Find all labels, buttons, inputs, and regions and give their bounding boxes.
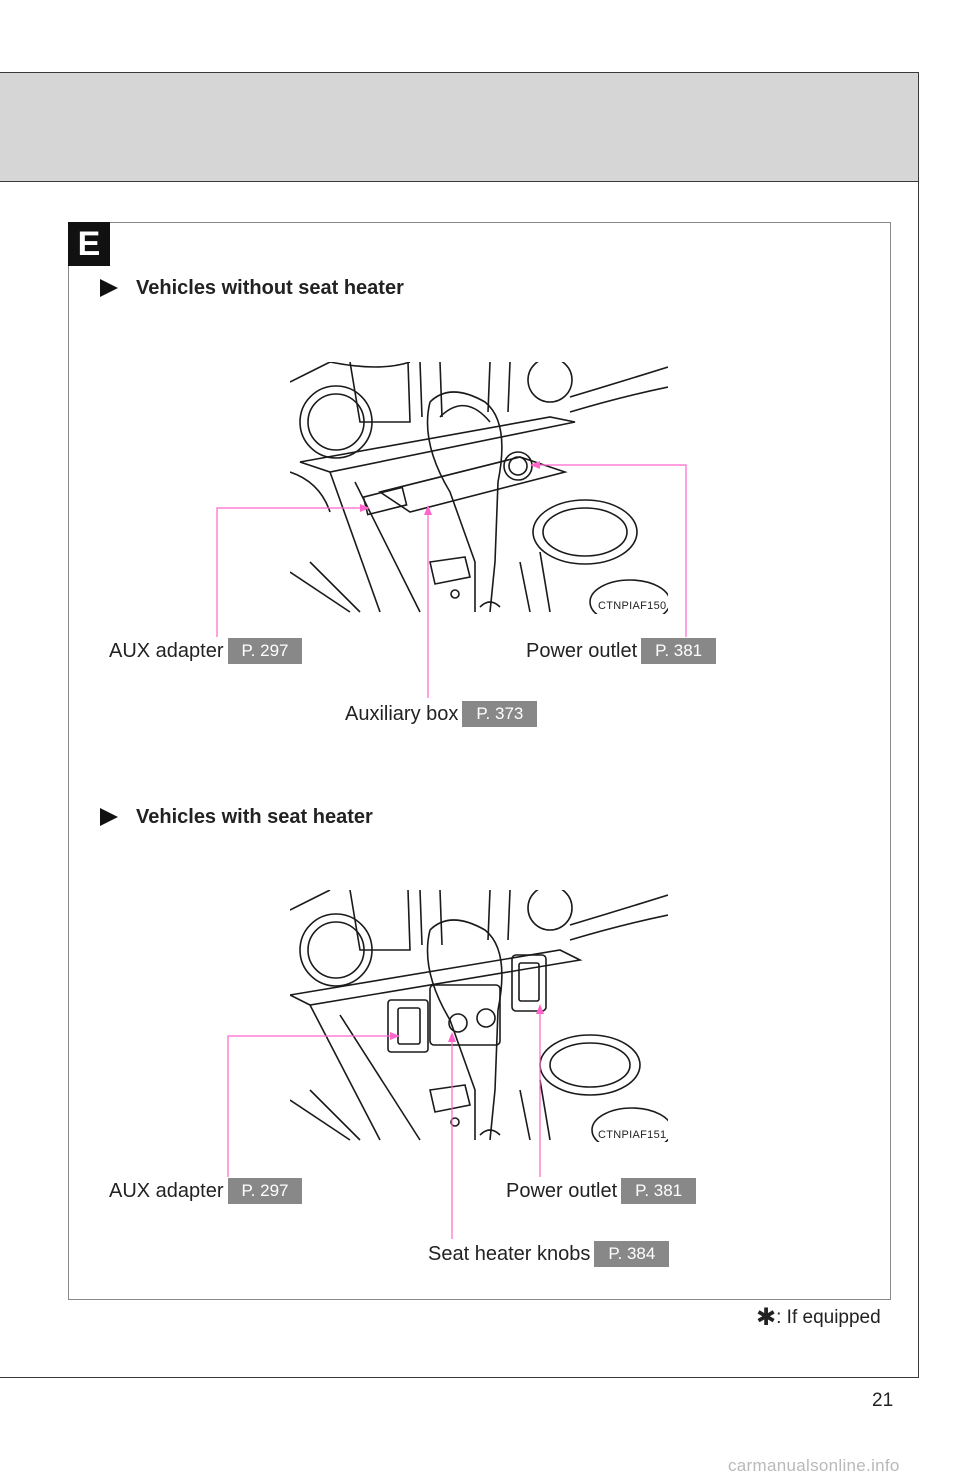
triangle-right-icon: [100, 279, 118, 297]
figure-code-top: CTNPIAF150: [598, 600, 667, 612]
bottom-rule: [0, 1377, 919, 1378]
label-text: AUX adapter: [109, 640, 224, 662]
heading-with-seat-heater: Vehicles with seat heater: [100, 806, 373, 829]
page-ref-badge[interactable]: P. 381: [621, 1178, 697, 1204]
label-text: Power outlet: [526, 640, 638, 662]
heading-without-seat-heater: Vehicles without seat heater: [100, 277, 404, 300]
console-drawing: [290, 362, 668, 614]
page-ref-badge[interactable]: P. 373: [462, 701, 538, 727]
console-drawing: [290, 890, 668, 1142]
figure-code-bottom: CTNPIAF151: [598, 1129, 667, 1141]
leader-aux-adapter-top: [216, 507, 368, 637]
watermark: carmanualsonline.info: [728, 1456, 900, 1475]
section-frame: [68, 222, 891, 1300]
label-text: Seat heater knobs: [428, 1243, 591, 1265]
page-ref-badge[interactable]: P. 384: [594, 1241, 670, 1267]
console-illustration-with-seat-heater: [290, 890, 668, 1142]
footnote: ✱: If equipped: [756, 1303, 881, 1332]
label-text: Power outlet: [506, 1180, 618, 1202]
section-badge: E: [68, 222, 110, 266]
page-ref-badge[interactable]: P. 381: [641, 638, 717, 664]
label-text: AUX adapter: [109, 1180, 224, 1202]
heading-text: Vehicles with seat heater: [136, 806, 373, 828]
header-band: [0, 72, 919, 182]
footnote-text: : If equipped: [776, 1307, 881, 1328]
page-number: 21: [872, 1390, 894, 1411]
console-illustration-without-seat-heater: [290, 362, 668, 614]
label-text: Auxiliary box: [345, 703, 459, 725]
asterisk-icon: ✱: [756, 1304, 777, 1331]
right-rule: [918, 72, 919, 1378]
page-ref-badge[interactable]: P. 297: [227, 1178, 303, 1204]
leader-aux-adapter-bottom: [227, 1035, 398, 1177]
leader-power-outlet-top: [532, 464, 687, 637]
heading-text: Vehicles without seat heater: [136, 277, 404, 299]
page-ref-badge[interactable]: P. 297: [227, 638, 303, 664]
triangle-right-icon: [100, 808, 118, 826]
